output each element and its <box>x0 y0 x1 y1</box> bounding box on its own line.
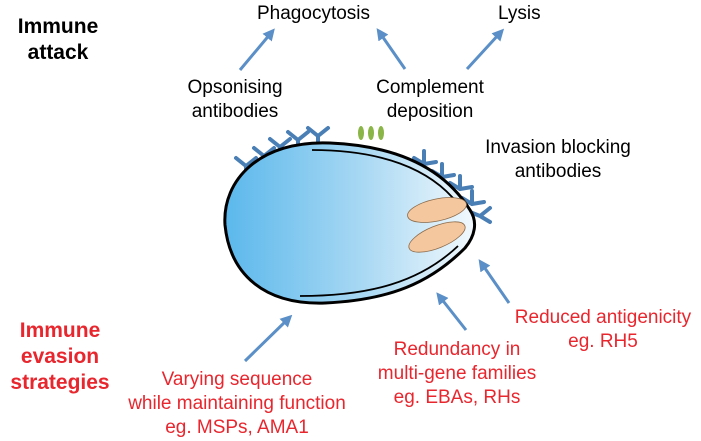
immune-attack-title-line1: Immune <box>17 15 99 38</box>
opsonising-antibodies-line1: Opsonising <box>187 77 283 98</box>
arrow-varying-sequence <box>243 314 293 363</box>
invasion-blocking-antibodies-label: Invasion blocking antibodies <box>468 136 648 184</box>
varying-sequence-label: Varying sequence while maintaining funct… <box>112 368 362 440</box>
immune-evasion-title-line2: evasion <box>20 345 100 368</box>
rhoptries <box>407 197 467 253</box>
reduced-antigenicity-line2: eg. RH5 <box>568 331 638 352</box>
arrow-reduced-antigenicity <box>478 259 511 304</box>
antibody-6 <box>412 149 438 166</box>
complement-deposition-line2: deposition <box>386 101 474 122</box>
arrows <box>238 28 511 363</box>
reduced-antigenicity-label: Reduced antigenicity eg. RH5 <box>508 306 698 354</box>
varying-sequence-line2: while maintaining function <box>128 393 346 414</box>
immune-evasion-title: Immune evasion strategies <box>10 318 110 396</box>
opsonising-antibodies-label: Opsonising antibodies <box>170 76 300 124</box>
lysis-label: Lysis <box>498 3 541 24</box>
antibody-8 <box>448 174 474 191</box>
inner-membrane-top <box>311 149 459 205</box>
redundancy-line3: eg. EBAs, RHs <box>393 387 521 408</box>
inner-membrane-bottom <box>299 245 459 297</box>
arrow-complement-to-phagocytosis <box>376 28 407 70</box>
varying-sequence-line1: Varying sequence <box>161 369 313 390</box>
invasion-blocking-line2: antibodies <box>514 161 602 182</box>
arrow-opsonising-to-phagocytosis <box>238 28 275 71</box>
invasion-blocking-line1: Invasion blocking <box>485 137 631 158</box>
arrow-redundancy <box>436 292 468 331</box>
redundancy-label: Redundancy in multi-gene families eg. EB… <box>367 338 547 410</box>
varying-sequence-line3: eg. MSPs, AMA1 <box>165 417 309 438</box>
immune-attack-title-line2: attack <box>27 41 89 64</box>
complement-deposition-label: Complement deposition <box>365 76 495 124</box>
merozoite-cell <box>223 141 477 305</box>
immune-evasion-title-line1: Immune <box>19 319 101 342</box>
complement-deposits <box>358 126 384 140</box>
arrow-complement-to-lysis <box>465 28 505 71</box>
opsonising-antibodies-line2: antibodies <box>191 101 279 122</box>
complement-deposition-line1: Complement <box>376 77 484 98</box>
redundancy-line1: Redundancy in <box>393 339 521 360</box>
phagocytosis-label: Phagocytosis <box>257 3 371 24</box>
immune-attack-title: Immune attack <box>8 14 108 66</box>
immune-evasion-title-line3: strategies <box>10 371 110 394</box>
redundancy-line2: multi-gene families <box>377 363 537 384</box>
reduced-antigenicity-line1: Reduced antigenicity <box>514 307 692 328</box>
